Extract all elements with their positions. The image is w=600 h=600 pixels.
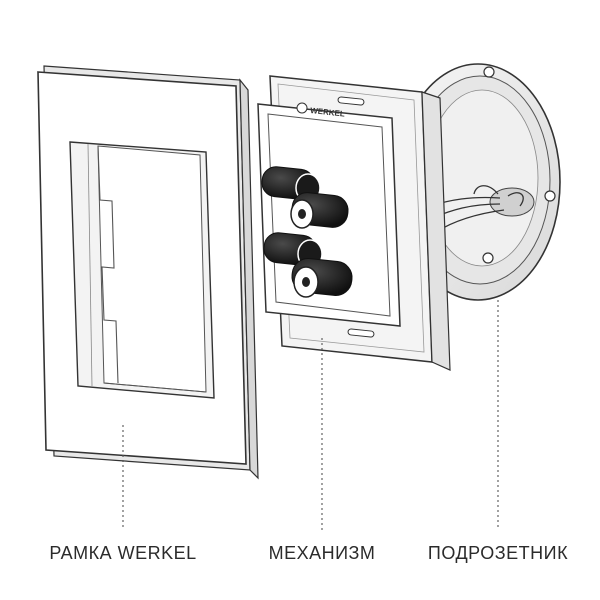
mechanism-brand: WERKEL	[310, 106, 346, 119]
terminal-icon	[291, 258, 353, 298]
terminal-icon	[290, 192, 349, 229]
screw-icon	[544, 190, 556, 202]
speaker-terminals	[261, 166, 353, 298]
label-frame: РАМКА WERKEL	[49, 543, 197, 563]
screw-icon	[483, 66, 495, 78]
label-mechanism: МЕХАНИЗМ	[268, 543, 376, 563]
mechanism: WERKEL	[257, 75, 451, 371]
label-back-box: ПОДРОЗЕТНИК	[427, 543, 569, 563]
frame	[37, 65, 259, 480]
brand-logo-icon	[296, 102, 308, 114]
leader-lines	[122, 300, 499, 530]
screw-icon	[482, 252, 494, 264]
